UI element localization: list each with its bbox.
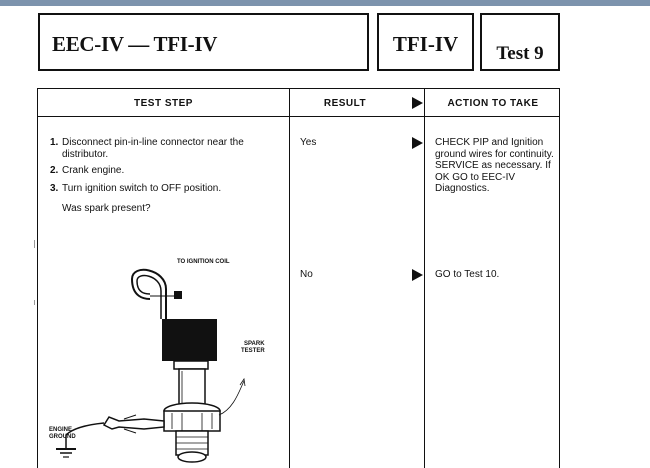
title-box: EEC-IV — TFI-IV	[38, 13, 369, 71]
test-table: TEST STEP RESULT ACTION TO TAKE 1.Discon…	[37, 88, 560, 468]
header-result: RESULT	[323, 98, 367, 109]
window-top-bar	[0, 0, 650, 6]
spark-tester-diagram-icon	[56, 269, 246, 463]
step-number: 3.	[50, 183, 59, 194]
step-text: Crank engine.	[62, 165, 125, 176]
step-item: 3.Turn ignition switch to OFF position.	[50, 183, 275, 195]
test-number-box: Test 9	[480, 13, 560, 71]
header-divider	[38, 116, 559, 117]
test-number: Test 9	[496, 43, 544, 64]
header-arrow-icon	[412, 97, 423, 109]
page-title: EEC-IV — TFI-IV	[52, 32, 218, 56]
result-yes: Yes	[300, 137, 317, 148]
label-to-ignition-coil: TO IGNITION COIL	[177, 259, 230, 265]
step-text: Turn ignition switch to OFF position.	[62, 183, 222, 194]
system-box: TFI-IV	[377, 13, 474, 71]
label-ground: GROUND	[49, 434, 76, 440]
step-item: 2.Crank engine.	[50, 165, 275, 177]
label-tester: TESTER	[241, 348, 265, 354]
system-label: TFI-IV	[392, 32, 459, 56]
column-divider	[424, 89, 425, 468]
header-action: ACTION TO TAKE	[447, 98, 539, 109]
step-number: 1.	[50, 137, 59, 148]
action-no: GO to Test 10.	[435, 269, 500, 280]
column-divider	[289, 89, 290, 468]
step-number: 2.	[50, 165, 59, 176]
step-question: Was spark present?	[62, 203, 151, 214]
step-item: 1.Disconnect pin-in-line connector near …	[50, 137, 275, 160]
header-test-step: TEST STEP	[134, 98, 193, 109]
step-text: Disconnect pin-in-line connector near th…	[62, 137, 244, 160]
scan-mark	[34, 300, 35, 305]
scan-mark	[34, 240, 35, 248]
action-yes: CHECK PIP and Ignition ground wires for …	[435, 137, 554, 194]
arrow-yes-icon	[412, 137, 423, 149]
result-no: No	[300, 269, 313, 280]
label-spark: SPARK	[244, 341, 265, 347]
arrow-no-icon	[412, 269, 423, 281]
label-engine: ENGINE	[49, 427, 73, 433]
